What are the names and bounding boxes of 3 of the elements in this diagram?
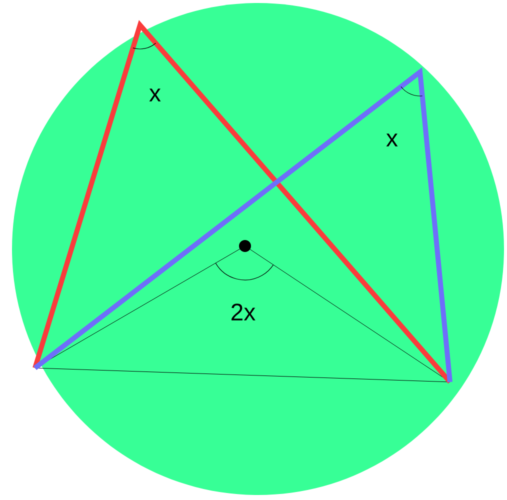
angle-label: x [149, 88, 161, 102]
angle-label: 2x [232, 304, 256, 320]
angle-label: x [386, 134, 398, 146]
